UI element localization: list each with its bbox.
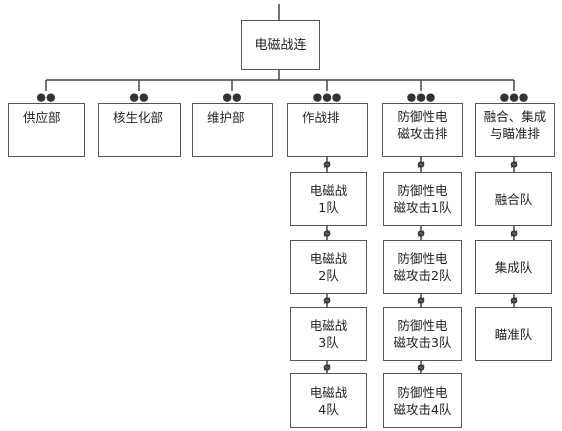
rank-mark-nbc: ●● — [129, 90, 149, 104]
team-mark: ø — [417, 360, 425, 374]
team-mark: ø — [323, 293, 331, 307]
combat-team-2: 电磁战 2队 — [290, 240, 367, 294]
defensive-em-attack-team-2: 防御性电 磁攻击2队 — [383, 240, 462, 294]
team-mark: ø — [417, 157, 425, 171]
team-mark: ø — [323, 226, 331, 240]
unit-combat-platoon: 作战排 — [287, 103, 368, 157]
team-mark: ø — [510, 293, 518, 307]
defensive-em-attack-team-1: 防御性电 磁攻击1队 — [383, 172, 462, 226]
unit-fusion-integration-targeting-platoon: 融合、集成 与瞄准排 — [475, 103, 555, 157]
rank-mark-supply: ●● — [36, 90, 56, 104]
combat-team-1: 电磁战 1队 — [290, 172, 367, 226]
rank-mark-defensive-platoon: ●●● — [406, 90, 436, 104]
rank-mark-combat-platoon: ●●● — [312, 90, 342, 104]
team-mark: ø — [323, 360, 331, 374]
rank-mark-maintenance: ●● — [222, 90, 242, 104]
root-node: 电磁战连 — [241, 20, 320, 70]
team-mark: ø — [510, 226, 518, 240]
defensive-em-attack-team-3: 防御性电 磁攻击3队 — [383, 307, 462, 361]
targeting-team: 瞄准队 — [475, 307, 552, 361]
combat-team-4: 电磁战 4队 — [290, 373, 367, 428]
team-mark: ø — [510, 157, 518, 171]
combat-team-3: 电磁战 3队 — [290, 307, 367, 361]
unit-supply-department: 供应部 — [8, 103, 85, 157]
integration-team: 集成队 — [475, 240, 552, 294]
team-mark: ø — [417, 293, 425, 307]
team-mark: ø — [417, 226, 425, 240]
fusion-team: 融合队 — [475, 172, 552, 226]
rank-mark-fusion-platoon: ●●● — [499, 90, 529, 104]
defensive-em-attack-team-4: 防御性电 磁攻击4队 — [383, 373, 462, 428]
unit-defensive-em-attack-platoon: 防御性电 磁攻击排 — [382, 103, 463, 157]
unit-maintenance-department: 维护部 — [192, 103, 273, 157]
unit-nbc-department: 核生化部 — [98, 103, 181, 157]
team-mark: ø — [323, 157, 331, 171]
